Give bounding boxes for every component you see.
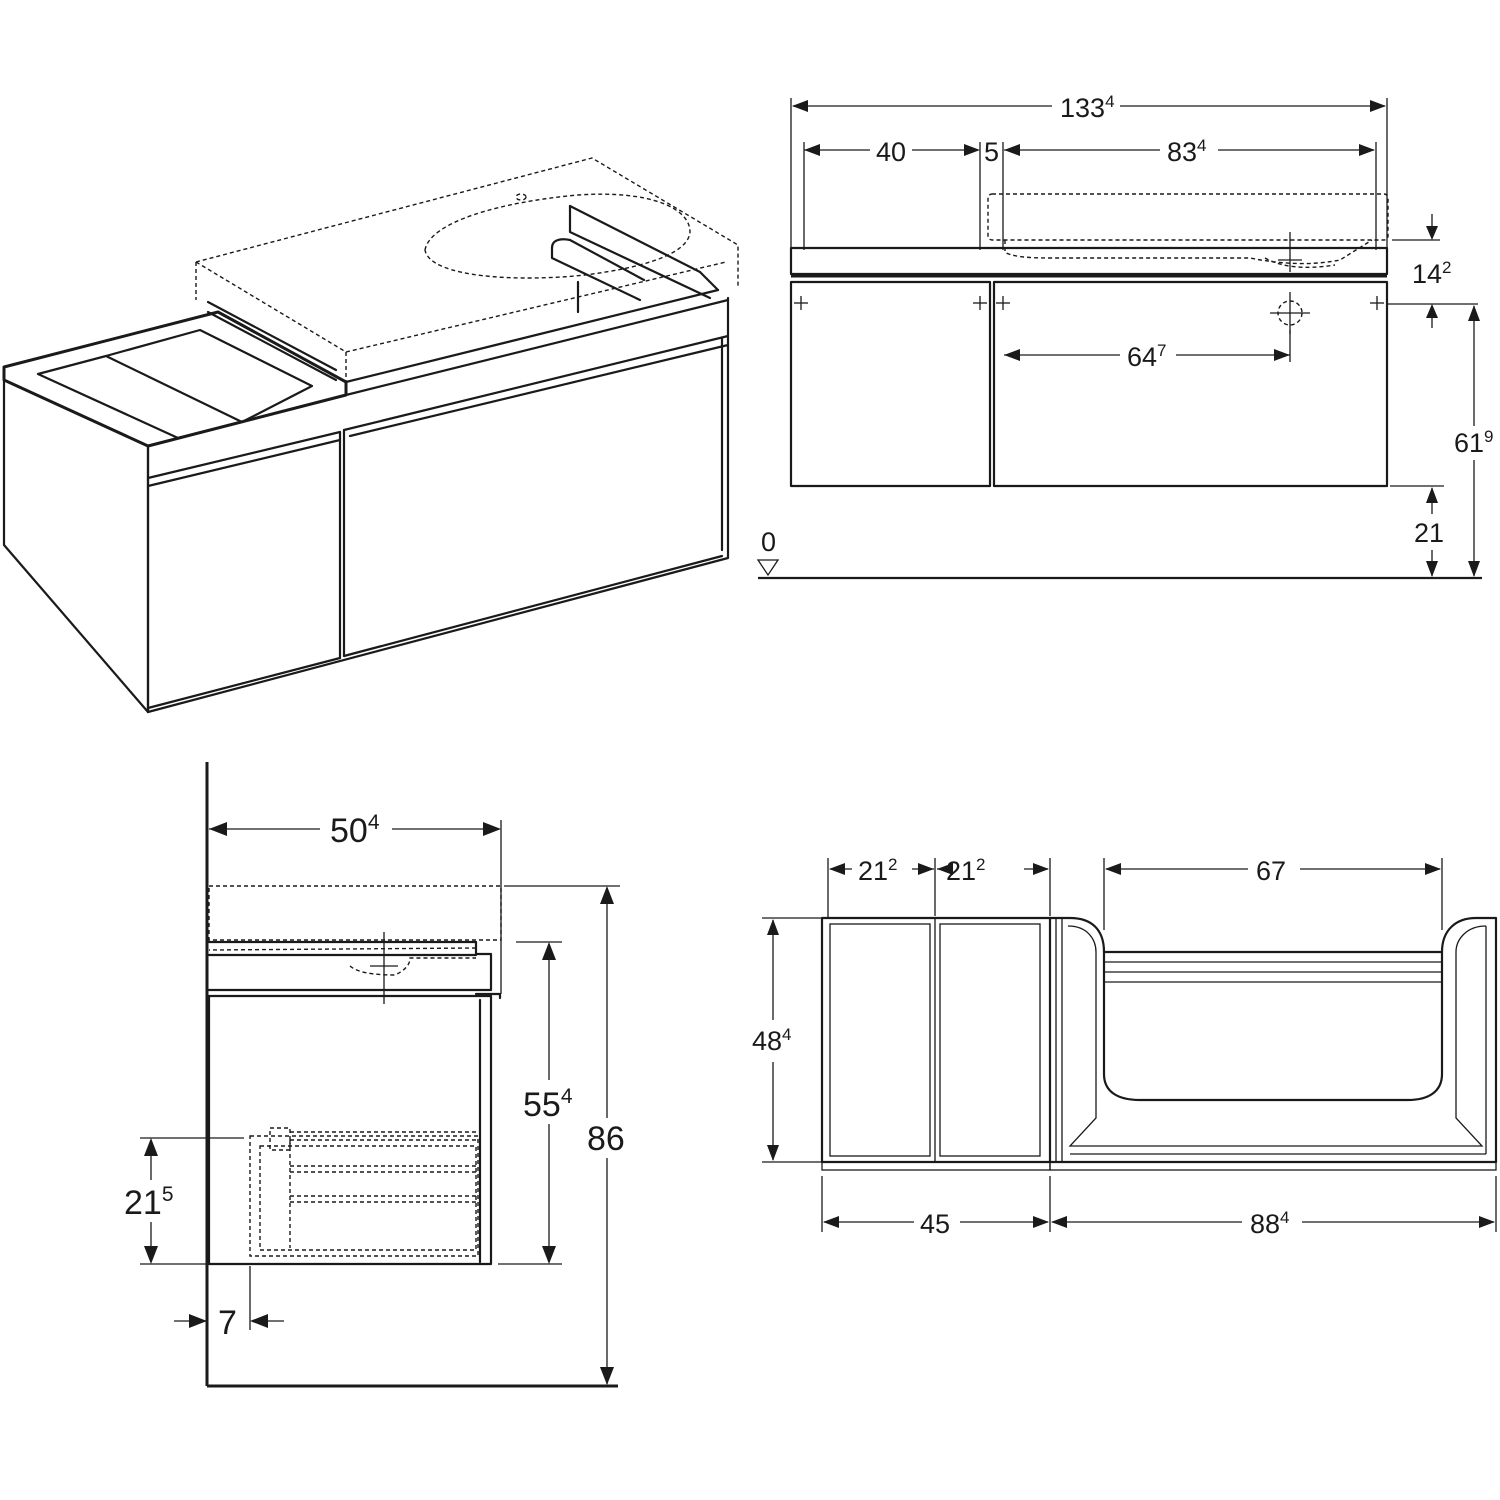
- front-view: 0 1334 40 5 834 142: [756, 92, 1494, 580]
- dim-front-right-width: 834: [1167, 136, 1207, 167]
- isometric-view: [2, 157, 739, 714]
- dim-front-drain-offset: 647: [1127, 341, 1167, 372]
- dim-top-cutout-width: 67: [1256, 856, 1286, 886]
- dim-side-cabinet-height: 554: [523, 1085, 573, 1124]
- washbasin-outline: [195, 157, 739, 392]
- dim-front-basin-depth: 142: [1412, 258, 1452, 289]
- dim-side-height-total: 86: [587, 1120, 625, 1158]
- dim-front-gap: 5: [984, 137, 999, 167]
- dim-front-total-width: 1334: [1060, 92, 1115, 123]
- dim-front-height-total: 619: [1454, 427, 1494, 458]
- dim-front-left-width: 40: [876, 137, 906, 167]
- cabinet-body: [2, 204, 730, 714]
- inner-drawer: [249, 1127, 479, 1257]
- floor-level-label: 0: [761, 527, 776, 557]
- dim-top-depth: 484: [752, 1025, 792, 1056]
- dim-front-floor-clearance: 21: [1414, 518, 1444, 548]
- side-view: 504 86 554 215 7: [124, 762, 625, 1388]
- dim-side-depth: 504: [330, 811, 380, 850]
- top-view: 212 212 67 484 45 884: [752, 855, 1498, 1239]
- dim-top-compartment-1: 212: [858, 855, 898, 886]
- dim-side-wall-gap: 7: [218, 1304, 237, 1342]
- dim-top-left-width: 45: [920, 1209, 950, 1239]
- mounting-marks: [794, 292, 1384, 334]
- dim-side-inner-drawer-height: 215: [124, 1183, 174, 1222]
- dim-top-right-width: 884: [1250, 1208, 1290, 1239]
- dim-top-compartment-2: 212: [946, 855, 986, 886]
